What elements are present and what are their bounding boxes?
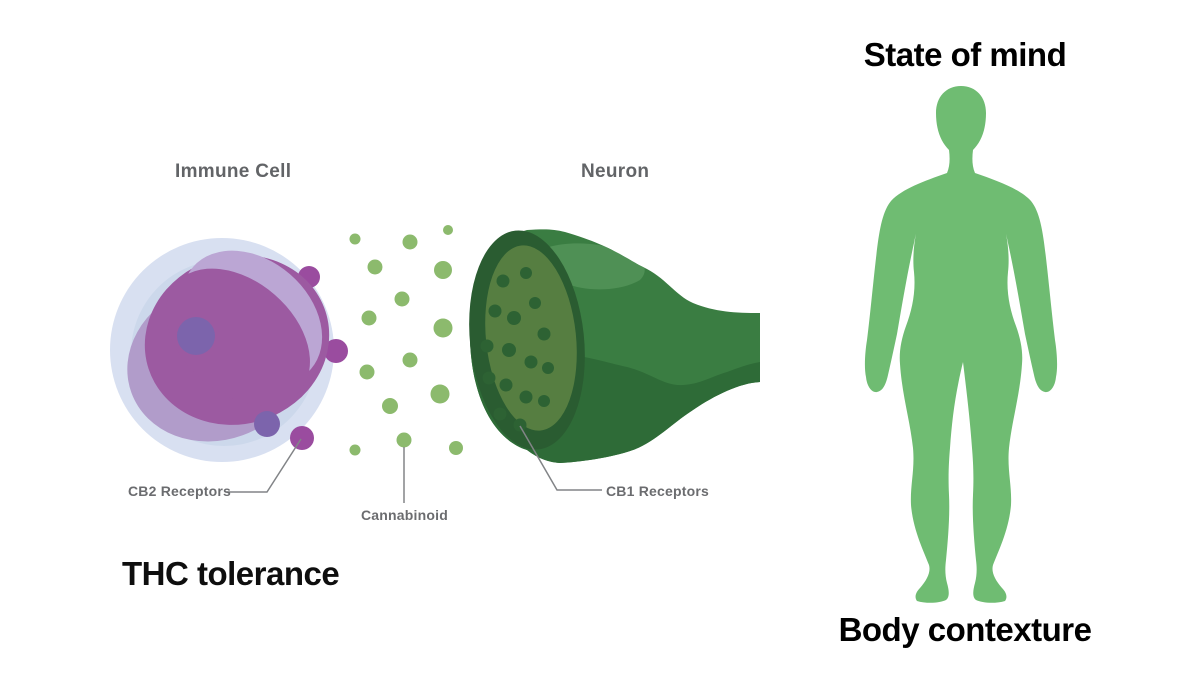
cb1-receptor-dots (480, 267, 554, 432)
neuron-title: Neuron (581, 161, 650, 182)
nucleus-spot (177, 317, 215, 355)
body-silhouette (864, 86, 1058, 603)
body-contexture-label: Body contexture (838, 611, 1092, 648)
cannabinoid-label: Cannabinoid (361, 507, 448, 523)
state-of-mind-label: State of mind (863, 36, 1067, 73)
neuron-illustration (469, 229, 760, 463)
immune-cell-title: Immune Cell (175, 161, 292, 182)
immune-cell-illustration (110, 238, 348, 462)
nucleus-spot (254, 411, 280, 437)
cb2-leader-line (227, 438, 302, 493)
cb2-receptors-label: CB2 Receptors (128, 483, 231, 499)
cb1-receptors-label: CB1 Receptors (606, 483, 709, 499)
cb1-leader-line (519, 425, 602, 491)
cannabinoid-dots (349, 225, 463, 456)
thc-tolerance-caption: THC tolerance (122, 555, 340, 592)
